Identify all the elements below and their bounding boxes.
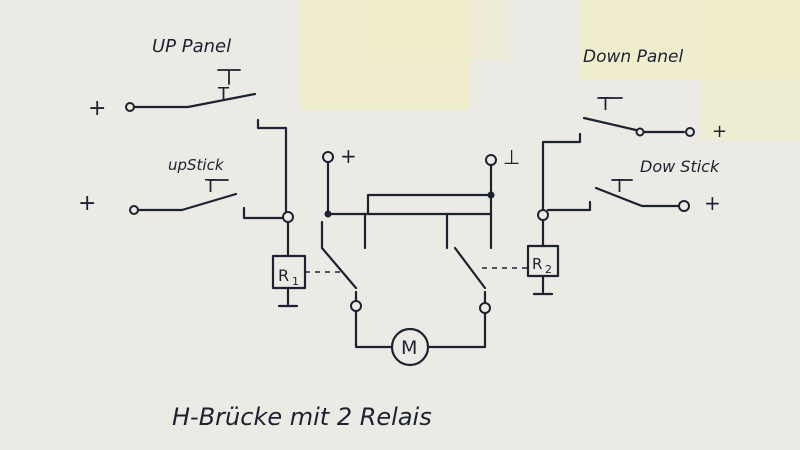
plus-sign-down-stick: +	[704, 191, 721, 215]
diagram-title: H-Brücke mit 2 Relais	[172, 403, 432, 431]
down-stick-label: Dow Stick	[640, 157, 720, 176]
plus-sign-down-panel: +	[712, 121, 727, 142]
relay2-common	[479, 302, 491, 314]
switch-label-up-stick: T	[204, 176, 217, 197]
up-panel-label: UP Panel	[152, 36, 231, 57]
relay2-label: R	[532, 255, 542, 273]
relay2-armature	[453, 246, 487, 290]
plus-sign-up-stick: +	[78, 191, 96, 216]
sticky-note	[360, 0, 510, 60]
down-panel-label: Down Panel	[583, 47, 683, 67]
down-panel-switch	[582, 116, 638, 132]
sticky-note	[700, 0, 800, 140]
relay1-armature	[320, 246, 358, 290]
terminal-plus	[322, 151, 334, 163]
up-panel-switch	[132, 92, 257, 109]
plus-sign-bridge: +	[340, 144, 357, 168]
terminal	[635, 127, 645, 137]
motor-wire-left	[354, 309, 394, 349]
relay2-node	[537, 209, 549, 221]
relay1-node	[282, 211, 294, 223]
up-panel-wire	[256, 118, 288, 214]
up-stick-wire	[242, 206, 284, 220]
up-stick-switch	[136, 192, 238, 212]
terminal	[129, 205, 139, 215]
motor-label: M	[401, 337, 417, 359]
terminal	[125, 102, 135, 112]
down-stick-switch	[594, 186, 680, 208]
relay1-subscript: 1	[292, 275, 299, 288]
down-panel-wire	[541, 132, 582, 212]
terminal	[685, 127, 695, 137]
down-stick-wire	[546, 200, 592, 212]
ground-symbol-bridge: ⊥	[503, 145, 520, 169]
terminal-ground	[485, 154, 497, 166]
plus-sign-up-panel: +	[88, 96, 106, 121]
relay1-ground	[277, 286, 299, 308]
switch-label-down-stick: T	[613, 176, 626, 197]
terminal	[678, 200, 690, 212]
relay1-label: R	[278, 266, 289, 285]
motor-wire-right	[426, 311, 487, 349]
switch-label-down-panel: T	[599, 94, 612, 115]
relay2-ground	[532, 274, 554, 296]
relay2-subscript: 2	[545, 263, 552, 276]
ground-bus	[366, 193, 493, 216]
pushbutton-actuator	[217, 69, 241, 85]
relay1-common	[350, 300, 362, 312]
up-stick-label: upStick	[168, 156, 225, 174]
